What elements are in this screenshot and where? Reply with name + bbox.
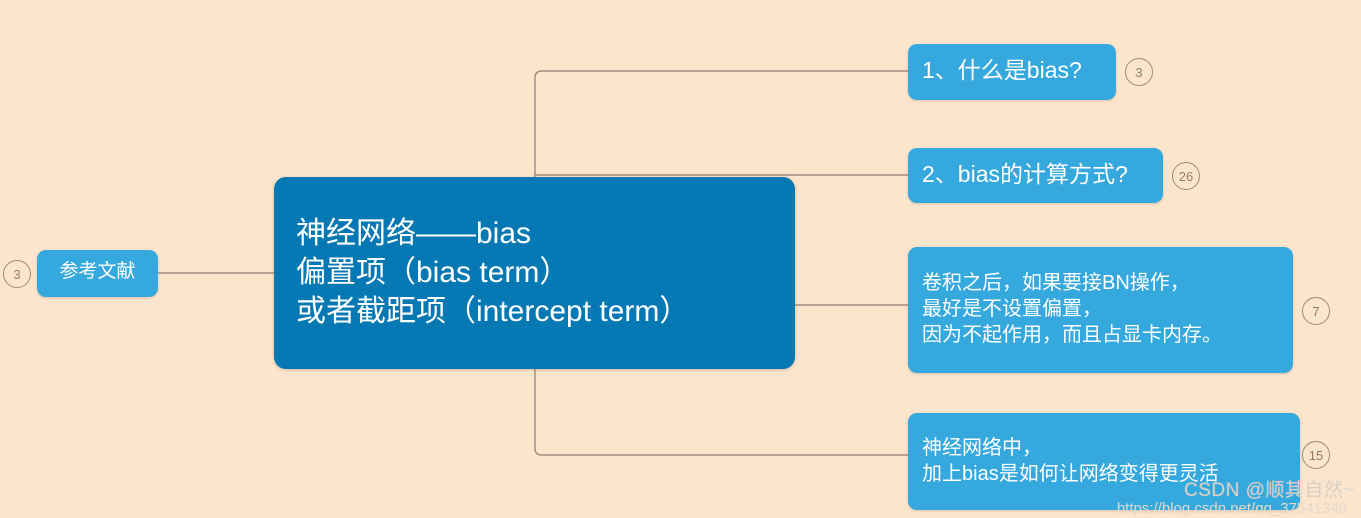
- watermark-text: CSDN @顺其自然~: [1184, 480, 1355, 501]
- branch-node-line: 1、什么是bias?: [922, 57, 1082, 84]
- branch-node-2[interactable]: 2、bias的计算方式?: [908, 148, 1163, 203]
- root-node-line: 神经网络——bias: [296, 216, 532, 250]
- root-node-line: 偏置项（bias term）: [296, 255, 570, 289]
- branch-node-1[interactable]: 1、什么是bias?: [908, 44, 1116, 100]
- branch-node-line: 因为不起作用，而且占显卡内存。: [922, 324, 1222, 346]
- branch-node-line: 最好是不设置偏置，: [922, 298, 1102, 320]
- branch-node-line: 神经网络中，: [922, 436, 1042, 459]
- badge-branch-3: 7: [1302, 297, 1330, 325]
- branch-node-3[interactable]: 卷积之后，如果要接BN操作， 最好是不设置偏置， 因为不起作用，而且占显卡内存。: [908, 247, 1293, 373]
- badge-references: 3: [3, 260, 31, 288]
- root-node-line: 或者截距项（intercept term）: [296, 294, 690, 328]
- branch-node-4[interactable]: 神经网络中， 加上bias是如何让网络变得更灵活: [908, 413, 1300, 510]
- branch-node-label: 参考文献: [59, 261, 136, 283]
- badge-branch-4: 15: [1302, 441, 1330, 469]
- badge-branch-2: 26: [1172, 162, 1200, 190]
- root-node[interactable]: 神经网络——bias 偏置项（bias term） 或者截距项（intercep…: [274, 177, 795, 369]
- branch-node-references[interactable]: 参考文献: [37, 250, 158, 297]
- branch-node-line: 卷积之后，如果要接BN操作，: [922, 272, 1190, 294]
- branch-node-line: 加上bias是如何让网络变得更灵活: [922, 462, 1219, 485]
- watermark-url: https://blog.csdn.net/qq_37541340: [1116, 500, 1347, 517]
- badge-branch-1: 3: [1125, 58, 1153, 86]
- branch-node-line: 2、bias的计算方式?: [922, 160, 1128, 187]
